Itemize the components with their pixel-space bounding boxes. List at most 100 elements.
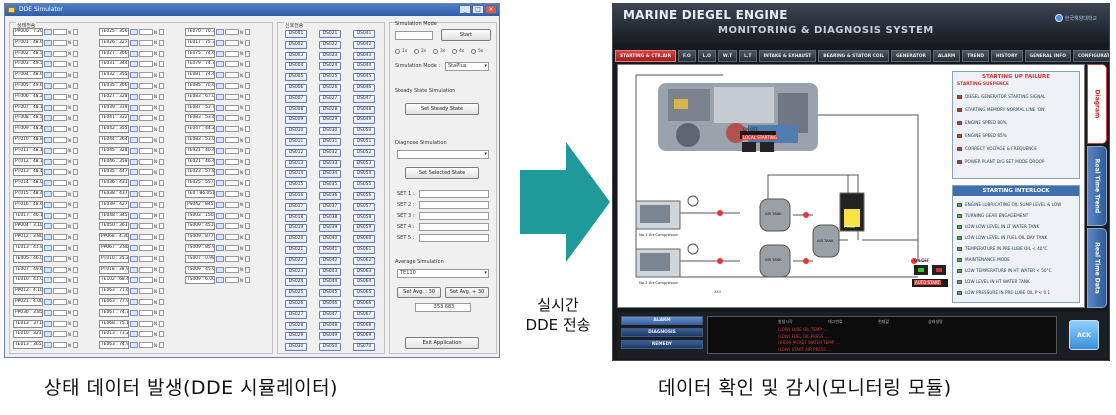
tag-value-field[interactable]: TE075 : 74.616 (185, 49, 215, 58)
tag-toggle[interactable] (130, 104, 138, 111)
mode-dropdown[interactable] (225, 50, 239, 57)
step-field[interactable] (73, 137, 78, 143)
monitor-tab[interactable]: GENERAL INFO (1024, 50, 1071, 62)
tag-value-field[interactable]: PT016 : 48.612 (13, 200, 43, 209)
step-field[interactable] (245, 72, 250, 79)
tag-toggle[interactable] (130, 61, 138, 68)
signal-button[interactable]: DS037 (319, 202, 341, 211)
ack-button[interactable]: ACK (1069, 320, 1099, 350)
mode-dropdown[interactable] (53, 223, 67, 230)
tag-value-field[interactable]: PP004 : 3.100 (13, 222, 43, 231)
tag-value-field[interactable]: TE013 : 371.760 (13, 319, 43, 328)
tag-toggle[interactable] (216, 83, 224, 89)
step-field[interactable] (73, 126, 78, 133)
tag-value-field[interactable]: TS007 : 0.980 (185, 254, 215, 263)
maximize-button[interactable]: □ (472, 5, 484, 14)
mode-dropdown[interactable] (53, 299, 67, 305)
mode-dropdown[interactable] (53, 309, 67, 316)
step-field[interactable] (245, 158, 250, 165)
signal-button[interactable]: DS039 (319, 224, 341, 233)
mode-dropdown[interactable] (139, 169, 153, 176)
tag-toggle[interactable] (44, 147, 52, 154)
tag-toggle[interactable] (216, 93, 224, 100)
step-field[interactable] (245, 126, 250, 133)
signal-button[interactable]: DS060 (353, 235, 375, 244)
tag-value-field[interactable]: TE041 : 332.586 (99, 114, 129, 123)
alarm-entry[interactable]: (LOW) LUBE OIL TEMP .... (778, 327, 829, 332)
tag-value-field[interactable]: TE044 : 364.142 (99, 136, 129, 144)
signal-button[interactable]: DS017 (285, 202, 307, 211)
signal-button[interactable]: DS067 (353, 310, 375, 319)
mode-dropdown[interactable] (139, 61, 153, 68)
signal-button[interactable]: DS027 (285, 310, 307, 319)
mode-dropdown[interactable] (225, 201, 239, 208)
step-field[interactable] (159, 255, 164, 262)
tag-value-field[interactable]: PS042 : 8452.838 (185, 200, 215, 209)
signal-button[interactable]: DS056 (353, 192, 375, 200)
tag-value-field[interactable]: PT012 : 48.117 (13, 157, 43, 166)
signal-button[interactable]: DS066 (353, 300, 375, 308)
tag-toggle[interactable] (216, 223, 224, 230)
tag-toggle[interactable] (44, 126, 52, 133)
tag-value-field[interactable]: PP067 : 3.800 (99, 244, 129, 252)
mode-dropdown[interactable] (225, 61, 239, 68)
signal-button[interactable]: DS020 (285, 235, 307, 244)
mode-dropdown[interactable] (225, 223, 239, 230)
signal-button[interactable]: DS001 (285, 30, 307, 38)
step-field[interactable] (73, 61, 78, 68)
mode-dropdown[interactable] (225, 266, 239, 273)
tag-value-field[interactable]: TE045 : 328.278 (99, 146, 129, 155)
step-field[interactable] (73, 255, 78, 262)
mode-dropdown[interactable] (139, 104, 153, 111)
tag-value-field[interactable]: TE063 : 77.939 (99, 298, 129, 306)
mode-dropdown[interactable] (225, 104, 239, 111)
mode-dropdown[interactable] (53, 277, 67, 284)
alarm-tab[interactable]: ALARM (621, 316, 703, 325)
mode-dropdown[interactable] (139, 223, 153, 230)
set-field[interactable] (419, 223, 489, 231)
signal-button[interactable]: DS014 (285, 170, 307, 179)
tag-value-field[interactable]: PP030 : 3.855 (13, 308, 43, 317)
close-button[interactable]: × (485, 5, 497, 14)
signal-button[interactable]: DS025 (319, 73, 341, 82)
signal-button[interactable]: DS007 (285, 94, 307, 103)
step-field[interactable] (73, 299, 78, 305)
tag-value-field[interactable]: PT010 : 35.200 (99, 254, 129, 263)
mode-dropdown[interactable] (53, 180, 67, 187)
mode-dropdown[interactable] (225, 137, 239, 143)
mode-dropdown[interactable] (139, 180, 153, 187)
tag-toggle[interactable] (130, 212, 138, 219)
tag-value-field[interactable]: TE021 : 46.466 (185, 157, 215, 166)
signal-button[interactable]: DS038 (319, 213, 341, 222)
step-field[interactable] (159, 126, 164, 133)
mode-dropdown[interactable] (53, 83, 67, 89)
mode-select[interactable]: StaPlus▾ (445, 62, 489, 71)
step-field[interactable] (73, 245, 78, 251)
tag-toggle[interactable] (44, 72, 52, 79)
tag-toggle[interactable] (130, 266, 138, 273)
tag-toggle[interactable] (130, 234, 138, 241)
tag-toggle[interactable] (216, 29, 224, 35)
tag-toggle[interactable] (130, 331, 138, 338)
mode-dropdown[interactable] (53, 50, 67, 57)
mode-dropdown[interactable] (139, 191, 153, 197)
tag-value-field[interactable]: TE083 : 67.075 (185, 92, 215, 101)
mode-dropdown[interactable] (225, 158, 239, 165)
tag-toggle[interactable] (216, 180, 224, 187)
tag-value-field[interactable]: TS009 : 877.640 (185, 233, 215, 242)
mode-dropdown[interactable] (139, 331, 153, 338)
signal-button[interactable]: DS041 (353, 30, 375, 38)
monitor-tab[interactable]: L.O (697, 50, 716, 62)
tag-toggle[interactable] (130, 191, 138, 197)
interval-radio[interactable]: 4s (452, 49, 464, 54)
tag-toggle[interactable] (44, 277, 52, 284)
step-field[interactable] (159, 245, 164, 251)
step-field[interactable] (73, 277, 78, 284)
tag-toggle[interactable] (130, 201, 138, 208)
tag-toggle[interactable] (44, 331, 52, 338)
tag-value-field[interactable]: TE063 : 71.608 (99, 287, 129, 296)
mode-dropdown[interactable] (139, 277, 153, 284)
tag-toggle[interactable] (216, 50, 224, 57)
signal-button[interactable]: DS048 (353, 105, 375, 114)
